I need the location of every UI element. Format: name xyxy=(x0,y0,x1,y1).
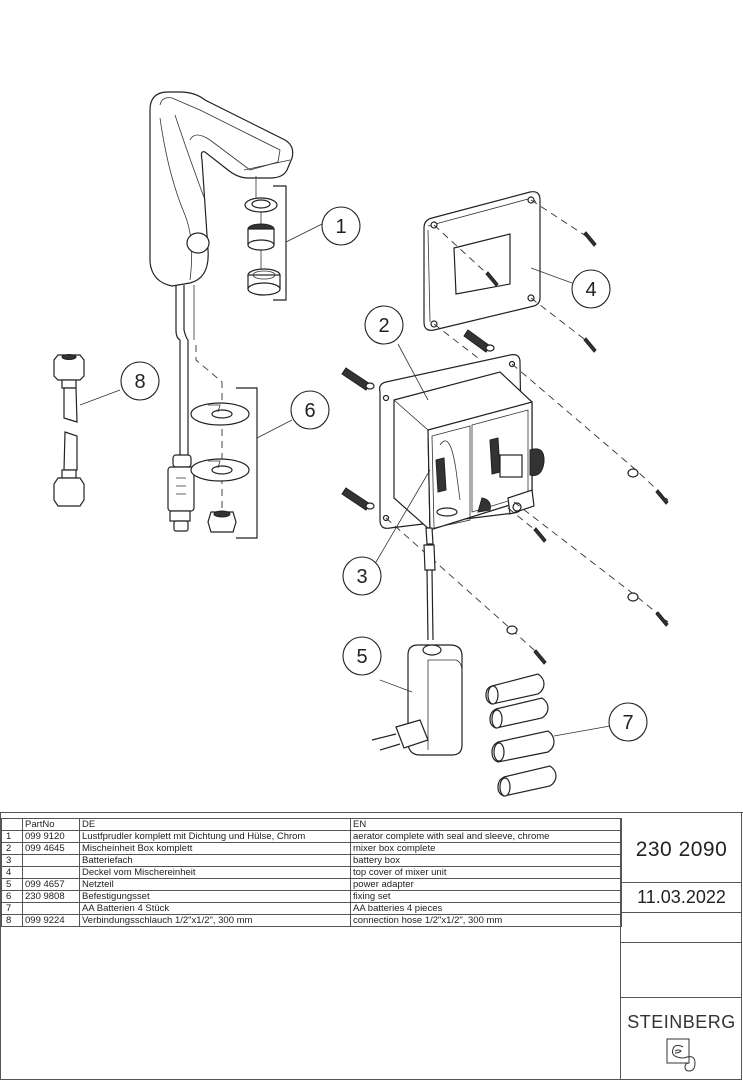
row-index: 2 xyxy=(1,842,23,855)
balloon-1-label: 1 xyxy=(335,216,346,238)
aa-batteries xyxy=(485,673,611,797)
row-en: power adapter xyxy=(350,878,622,891)
header-de: DE xyxy=(79,818,351,831)
connection-hose xyxy=(53,354,121,507)
balloon-7-label: 7 xyxy=(622,712,633,734)
table-row: 1 099 9120 Lustfprudler komplett mit Dic… xyxy=(1,830,622,843)
balloon-8: 8 xyxy=(120,361,160,401)
row-index: 4 xyxy=(1,866,23,879)
balloon-5: 5 xyxy=(342,636,382,676)
balloon-2-label: 2 xyxy=(378,315,389,337)
title-block-empty-cell xyxy=(621,913,742,943)
balloon-3-label: 3 xyxy=(356,566,367,588)
brand-block: STEINBERG xyxy=(621,998,742,1080)
row-de: Verbindungsschlauch 1/2"x1/2", 300 mm xyxy=(79,914,351,927)
row-partno: 099 9120 xyxy=(22,830,80,843)
row-partno: 099 9224 xyxy=(22,914,80,927)
steinberg-logo-icon xyxy=(666,1038,696,1072)
balloon-4: 4 xyxy=(571,269,611,309)
table-row: 4 Deckel vom Mischereinheit top cover of… xyxy=(1,866,622,879)
row-de: Deckel vom Mischereinheit xyxy=(79,866,351,879)
brand-name: STEINBERG xyxy=(627,1012,736,1032)
table-row: 2 099 4645 Mischeinheit Box komplett mix… xyxy=(1,842,622,855)
row-index: 6 xyxy=(1,890,23,903)
drawing-date: 11.03.2022 xyxy=(621,883,742,913)
row-en: AA batteries 4 pieces xyxy=(350,902,622,915)
row-partno: 230 9808 xyxy=(22,890,80,903)
faucet-body xyxy=(149,91,294,532)
balloon-8-label: 8 xyxy=(134,371,145,393)
balloon-2: 2 xyxy=(364,305,404,345)
sensor-window xyxy=(186,232,210,254)
row-de: Lustfprudler komplett mit Dichtung und H… xyxy=(79,830,351,843)
balloon-6: 6 xyxy=(290,390,330,430)
row-de: AA Batterien 4 Stück xyxy=(79,902,351,915)
row-partno: 099 4657 xyxy=(22,878,80,891)
header-en: EN xyxy=(350,818,622,831)
balloon-4-label: 4 xyxy=(585,279,596,301)
title-block: 230 2090 11.03.2022 STEINBERG xyxy=(620,818,742,1080)
row-partno xyxy=(22,866,80,879)
row-en: top cover of mixer unit xyxy=(350,866,622,879)
table-row: 7 AA Batterien 4 Stück AA batteries 4 pi… xyxy=(1,902,622,915)
row-index: 3 xyxy=(1,854,23,867)
row-partno xyxy=(22,854,80,867)
balloon-7: 7 xyxy=(608,702,648,742)
row-index: 8 xyxy=(1,914,23,927)
bill-of-materials: PartNo DE EN 1 099 9120 Lustfprudler kom… xyxy=(0,812,743,1080)
row-index: 7 xyxy=(1,902,23,915)
row-en: fixing set xyxy=(350,890,622,903)
parts-table: PartNo DE EN 1 099 9120 Lustfprudler kom… xyxy=(1,818,622,927)
article-number: 230 2090 xyxy=(621,818,742,883)
table-row: 5 099 4657 Netzteil power adapter xyxy=(1,878,622,891)
fixing-set xyxy=(190,345,293,539)
balloon-3: 3 xyxy=(342,556,382,596)
top-cover xyxy=(423,191,597,376)
parts-table-header: PartNo DE EN xyxy=(1,818,622,831)
title-block-empty-cell xyxy=(621,943,742,998)
row-index: 1 xyxy=(1,830,23,843)
row-partno xyxy=(22,902,80,915)
table-row: 3 Batteriefach battery box xyxy=(1,854,622,867)
power-adapter xyxy=(371,644,463,756)
header-partno: PartNo xyxy=(22,818,80,831)
row-de: Befestigungsset xyxy=(79,890,351,903)
wall-plugs xyxy=(341,329,495,511)
row-de: Netzteil xyxy=(79,878,351,891)
row-de: Mischeinheit Box komplett xyxy=(79,842,351,855)
row-de: Batteriefach xyxy=(79,854,351,867)
row-partno: 099 4645 xyxy=(22,842,80,855)
table-row: 6 230 9808 Befestigungsset fixing set xyxy=(1,890,622,903)
row-index: 5 xyxy=(1,878,23,891)
header-index xyxy=(1,818,23,831)
row-en: battery box xyxy=(350,854,622,867)
aerator-parts xyxy=(244,176,323,301)
row-en: mixer box complete xyxy=(350,842,622,855)
row-en: connection hose 1/2"x1/2", 300 mm xyxy=(350,914,622,927)
exploded-view-drawing: 1 2 3 4 5 6 7 8 xyxy=(53,91,669,797)
balloon-1: 1 xyxy=(321,206,361,246)
row-en: aerator complete with seal and sleeve, c… xyxy=(350,830,622,843)
table-row: 8 099 9224 Verbindungsschlauch 1/2"x1/2"… xyxy=(1,914,622,927)
balloon-5-label: 5 xyxy=(356,646,367,668)
mixer-box xyxy=(341,329,669,665)
balloon-6-label: 6 xyxy=(304,400,315,422)
